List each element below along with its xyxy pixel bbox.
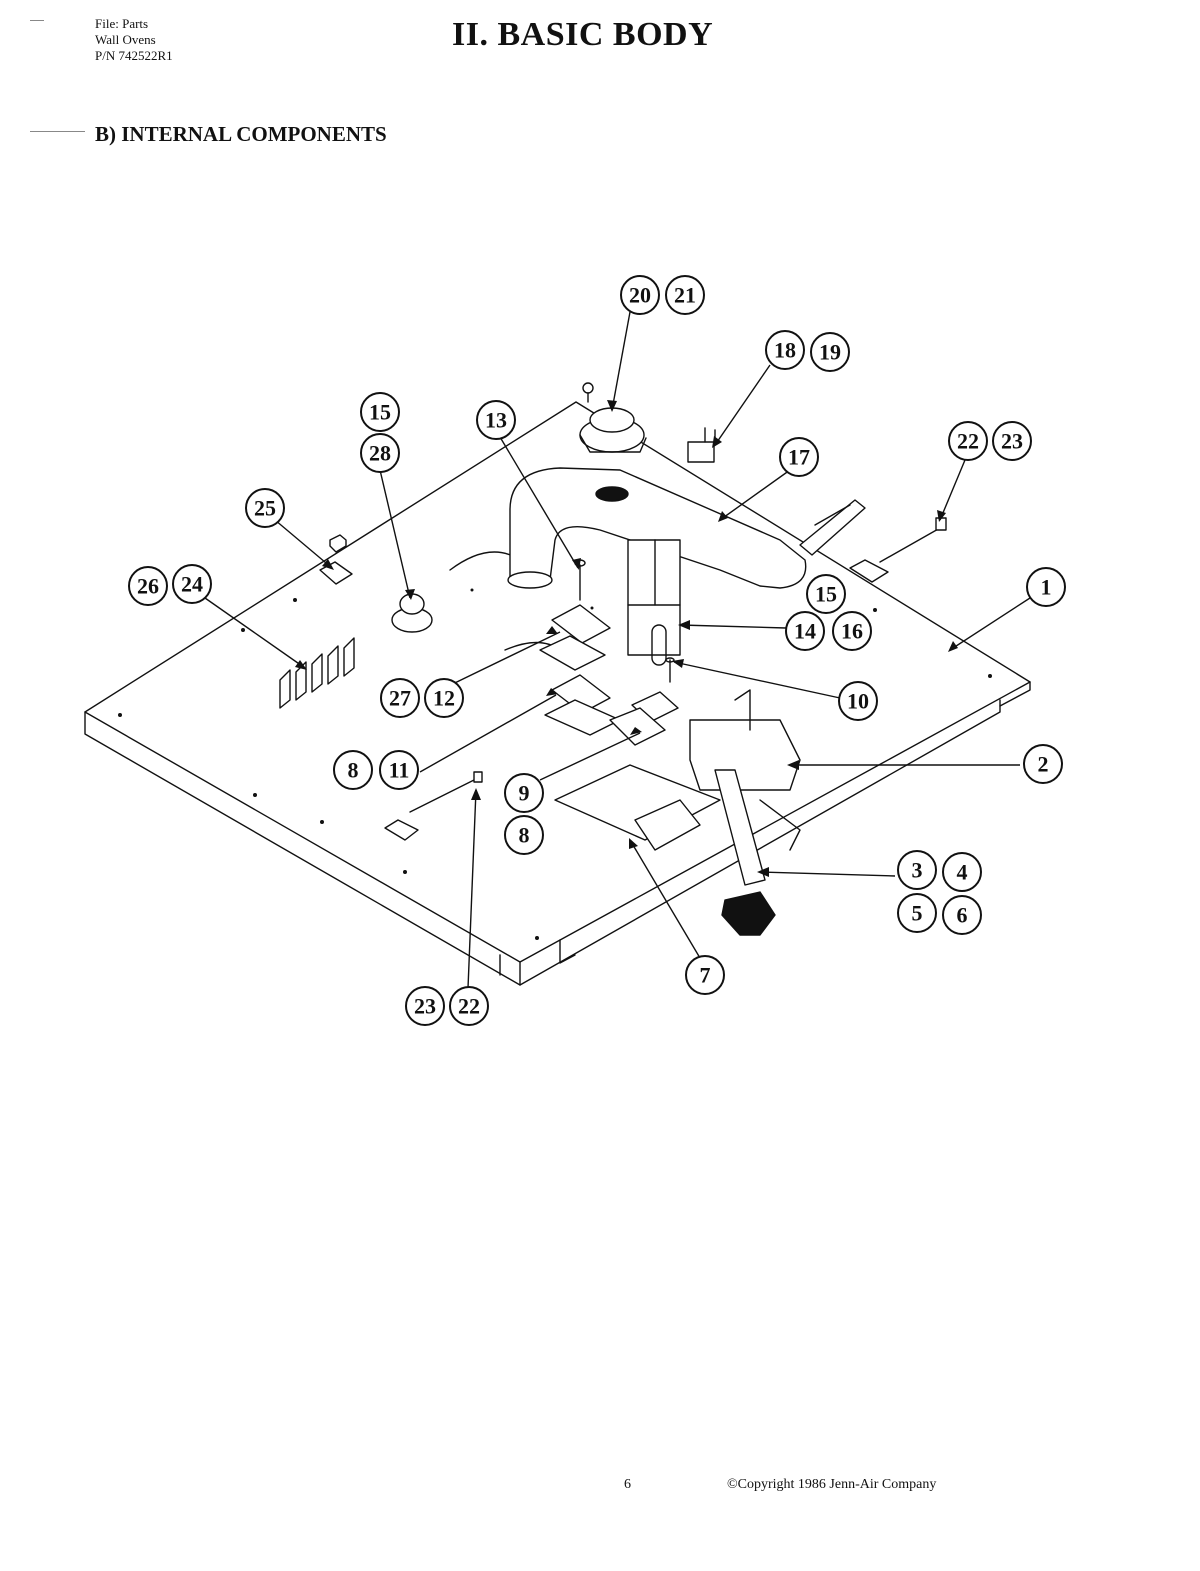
- callout-label: 15: [815, 582, 837, 607]
- callout-label: 24: [181, 572, 203, 597]
- callout-label: 26: [137, 574, 159, 599]
- file-line: File: Parts: [95, 16, 149, 31]
- copyright-notice: ©Copyright 1986 Jenn-Air Company: [727, 1477, 937, 1492]
- lower-wire-bracket: [384, 771, 483, 841]
- callout-label: 7: [700, 963, 711, 988]
- callout-label: 10: [847, 689, 869, 714]
- callout-label: 22: [458, 994, 480, 1019]
- upper-wire-bracket: [849, 517, 947, 583]
- callout-label: 28: [369, 441, 391, 466]
- callout-label: 9: [519, 781, 530, 806]
- thermostat: [579, 382, 647, 453]
- page-number: 6: [624, 1477, 631, 1492]
- leader-arrowheads: [295, 400, 958, 877]
- leader-lines: [204, 311, 1031, 989]
- file-line: Wall Ovens: [95, 32, 156, 47]
- callout-label: 22: [957, 429, 979, 454]
- switch-12: [539, 604, 611, 671]
- section-title: B) INTERNAL COMPONENTS: [95, 122, 387, 146]
- limit-switch: [687, 427, 716, 463]
- callout-label: 4: [957, 860, 968, 885]
- screw-10: [665, 657, 675, 683]
- callout-label: 21: [674, 283, 696, 308]
- callout-label: 25: [254, 496, 276, 521]
- callout-label: 8: [519, 823, 530, 848]
- callout-label: 5: [912, 901, 923, 926]
- callout-label: 11: [389, 758, 410, 783]
- relay: [391, 593, 433, 633]
- latch-handle: [714, 769, 776, 936]
- callout-label: 8: [348, 758, 359, 783]
- callout-label: 12: [433, 686, 455, 711]
- callout-label: 16: [841, 619, 863, 644]
- callout-label: 15: [369, 400, 391, 425]
- callout-label: 19: [819, 340, 841, 365]
- callout-label: 14: [794, 619, 816, 644]
- callout-label: 23: [414, 994, 436, 1019]
- page-title: II. BASIC BODY: [452, 16, 714, 53]
- callout-bubbles: [128, 275, 1066, 1026]
- callout-label: 6: [957, 903, 968, 928]
- file-info: File: Parts Wall Ovens P/N 742522R1: [95, 16, 173, 64]
- callout-label: 1: [1041, 575, 1052, 600]
- callout-label: 13: [485, 408, 507, 433]
- callout-label: 2: [1038, 752, 1049, 777]
- callout-label: 17: [788, 445, 810, 470]
- callout-label: 3: [912, 858, 923, 883]
- switch-9: [609, 691, 679, 746]
- terminal-block: [279, 637, 355, 709]
- scan-speck: [30, 20, 44, 21]
- callout-label: 27: [389, 686, 411, 711]
- callout-label: 23: [1001, 429, 1023, 454]
- callout-label: 18: [774, 338, 796, 363]
- file-line: P/N 742522R1: [95, 48, 173, 63]
- plate-holes: [118, 588, 992, 940]
- callout-label: 20: [629, 283, 651, 308]
- scan-speck: [30, 131, 85, 132]
- vertical-channel: [627, 539, 681, 666]
- air-duct: [507, 467, 866, 589]
